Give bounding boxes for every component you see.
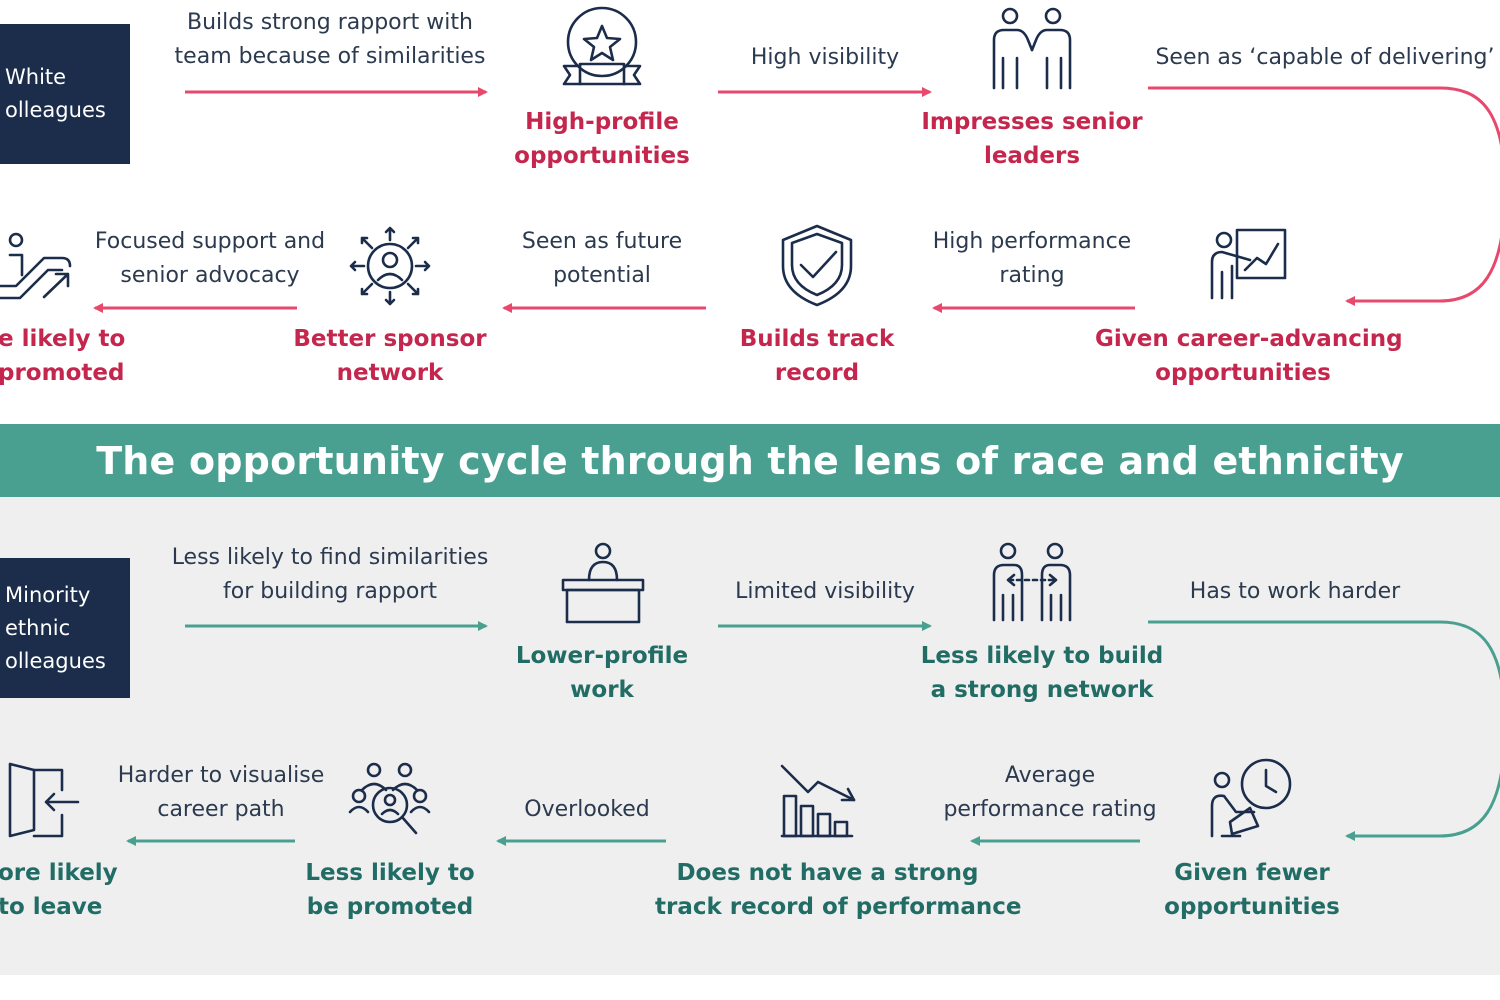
minority-colleagues-box: Minority ethnic olleagues — [0, 558, 130, 698]
white-group-label-line1: White — [5, 65, 67, 89]
minority-label-similarities: Less likely to find similarities for bui… — [171, 545, 489, 604]
shield-check-icon — [781, 224, 853, 307]
cycle-title-banner: The opportunity cycle through the lens o… — [0, 424, 1500, 497]
white-node-track-record: Builds track record — [739, 326, 895, 386]
minority-label-visibility: Limited visibility — [735, 579, 915, 604]
star-award-icon — [562, 6, 642, 86]
minority-node-lower-profile: Lower-profile work — [515, 643, 689, 703]
white-node-promoted: e likely to promoted — [0, 326, 126, 386]
cycle-title: The opportunity cycle through the lens o… — [96, 438, 1404, 483]
white-label-visibility: High visibility — [750, 45, 900, 70]
person-network-icon — [349, 226, 431, 306]
white-colleagues-box: White olleagues — [0, 24, 130, 164]
minority-label-average-rating: Average performance rating — [943, 763, 1157, 822]
minority-group-label-line3: olleagues — [5, 648, 106, 673]
white-node-high-profile: High-profile opportunities — [514, 109, 690, 169]
white-label-performance: High performance rating — [932, 229, 1132, 288]
minority-label-work-harder: Has to work harder — [1189, 579, 1401, 604]
minority-section-background — [0, 497, 1500, 975]
white-label-advocacy: Focused support and senior advocacy — [94, 229, 326, 288]
person-laptop-clock-icon — [1210, 758, 1292, 838]
white-label-future-potential: Seen as future potential — [521, 229, 683, 288]
white-group-label-line2: olleagues — [5, 98, 106, 122]
people-apart-icon — [992, 542, 1072, 622]
escalator-icon — [0, 232, 72, 300]
white-node-sponsor: Better sponsor network — [293, 326, 487, 386]
minority-group-label-line1: Minority — [5, 582, 91, 607]
exit-door-icon — [8, 762, 80, 838]
white-node-career-advancing: Given career-advancing opportunities — [1095, 326, 1403, 386]
people-search-icon — [348, 762, 431, 835]
minority-label-career-path: Harder to visualise career path — [117, 763, 325, 822]
minority-node-leave: ore likely to leave — [0, 860, 118, 920]
minority-label-overlooked: Overlooked — [524, 797, 650, 822]
minority-node-fewer-opportunities: Given fewer opportunities — [1164, 860, 1340, 920]
people-handshake-icon — [992, 7, 1072, 90]
minority-node-track-record: Does not have a strong track record of p… — [655, 860, 1022, 920]
white-node-impresses: Impresses senior leaders — [921, 109, 1143, 169]
minority-group-label-line2: ethnic — [5, 615, 71, 640]
minority-node-less-promoted: Less likely to be promoted — [305, 860, 475, 920]
white-label-capable: Seen as ‘capable of delivering’ — [1155, 45, 1495, 70]
minority-arrow-curve — [1148, 620, 1500, 841]
white-label-rapport: Builds strong rapport with team because … — [174, 10, 486, 69]
declining-chart-icon — [780, 764, 856, 838]
person-desk-icon — [561, 542, 645, 624]
minority-node-network: Less likely to build a strong network — [920, 643, 1164, 703]
white-arrow-curve — [1148, 86, 1500, 306]
presenter-chart-icon — [1210, 228, 1287, 300]
